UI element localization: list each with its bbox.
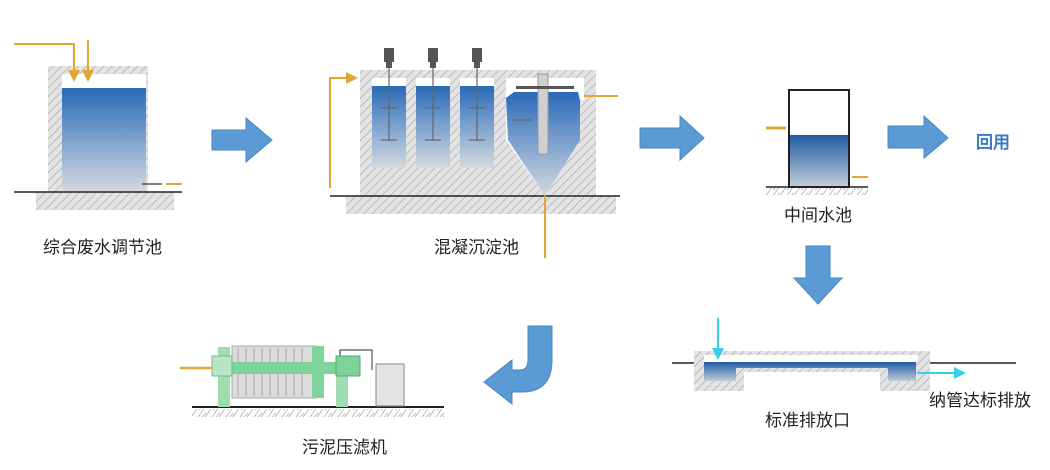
- label-discharge-note: 纳管达标排放: [929, 391, 1031, 411]
- water-fill: [62, 88, 146, 192]
- label-coagulation-tank: 混凝沉淀池: [434, 238, 519, 258]
- flow-arrow-right-2: [639, 114, 705, 162]
- tank-foundation: [36, 192, 174, 210]
- filter-press: [180, 345, 444, 417]
- equalization-tank: [14, 40, 182, 210]
- label-discharge-outlet: 标准排放口: [765, 411, 850, 431]
- flow-arrow-down: [792, 245, 844, 305]
- inlet-pipe-1: [14, 43, 80, 82]
- inlet-pipe: [329, 72, 358, 188]
- label-reuse: 回用: [976, 133, 1010, 153]
- intermediate-tank: [766, 89, 868, 195]
- discharge-outlet: [672, 318, 1016, 391]
- flow-arrow-right-1: [211, 116, 273, 164]
- label-filter-press: 污泥压滤机: [302, 438, 387, 458]
- flow-arrow-reuse: [887, 114, 949, 160]
- label-intermediate-tank: 中间水池: [784, 206, 852, 226]
- coagulation-tank: [329, 48, 620, 258]
- label-equalization-tank: 综合废水调节池: [43, 238, 162, 258]
- flow-arrow-sludge: [483, 325, 553, 406]
